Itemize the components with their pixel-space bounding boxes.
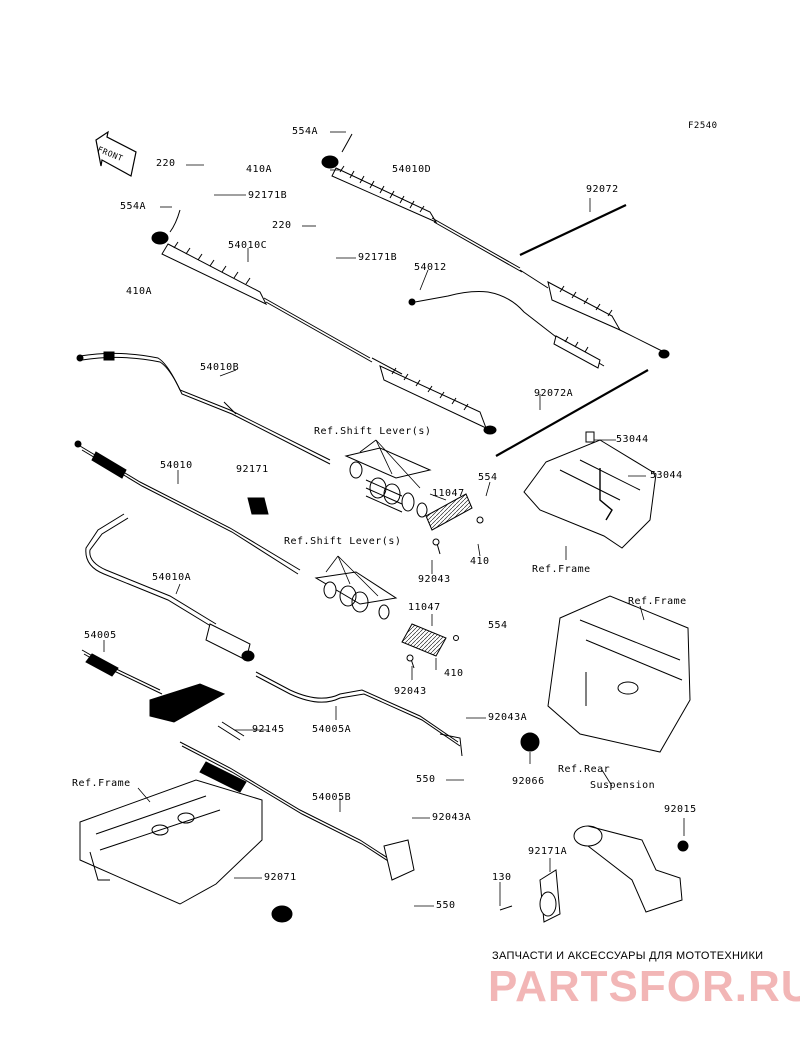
frame-piece-lower (79, 779, 293, 923)
label-130: 130 (492, 872, 512, 883)
clamp-92171 (247, 497, 269, 515)
cable-54005 (81, 649, 245, 741)
rod-92072 (519, 204, 627, 256)
cable-54005b (179, 741, 415, 881)
label-92171a: 92171A (528, 846, 568, 857)
label-ref-frame-3: Ref.Frame (72, 778, 131, 789)
shift-lever-parts-upper (344, 447, 484, 555)
cable-54010d (321, 133, 670, 359)
label-410-b: 410 (444, 668, 464, 679)
label-54010b: 54010B (200, 362, 240, 373)
label-550-2: 550 (436, 900, 456, 911)
label-92072a: 92072A (534, 388, 574, 399)
cable-54005a (255, 671, 463, 757)
label-54010c: 54010C (228, 240, 268, 251)
label-410-a: 410 (470, 556, 490, 567)
label-54012: 54012 (414, 262, 447, 273)
label-92043a-1: 92043A (488, 712, 528, 723)
label-554a-top: 554A (292, 126, 319, 137)
pedal-assembly (499, 825, 689, 923)
label-92171: 92171 (236, 464, 269, 475)
label-92171b-top: 92171B (248, 190, 288, 201)
front-arrow-icon (95, 130, 137, 177)
label-92066: 92066 (512, 776, 545, 787)
figure-code: F2540 (688, 121, 718, 131)
label-ref-shift-lever-1: Ref.Shift Lever(s) (314, 426, 432, 437)
cable-54010a (85, 513, 255, 662)
label-54010d: 54010D (392, 164, 432, 175)
label-92043-a: 92043 (418, 574, 451, 585)
label-410a-left: 410A (126, 286, 153, 297)
label-11047-a: 11047 (432, 488, 465, 499)
label-92043-b: 92043 (394, 686, 427, 697)
label-ref-shift-lever-2: Ref.Shift Lever(s) (284, 536, 402, 547)
watermark-tagline: ЗАПЧАСТИ И АКСЕССУАРЫ ДЛЯ МОТОТЕХНИКИ (492, 950, 764, 962)
label-554-low: 554 (488, 620, 508, 631)
label-410a-top: 410A (246, 164, 273, 175)
label-ref-rear-suspension-2: Suspension (590, 780, 656, 791)
label-53044-a: 53044 (616, 434, 649, 445)
label-554-mid: 554 (478, 472, 498, 483)
label-92171b-mid: 92171B (358, 252, 398, 263)
label-53044-b: 53044 (650, 470, 683, 481)
label-54005a: 54005A (312, 724, 352, 735)
label-11047-b: 11047 (408, 602, 441, 613)
cable-54010c (151, 209, 497, 435)
label-92043a-2: 92043A (432, 812, 472, 823)
label-54005: 54005 (84, 630, 117, 641)
label-92145: 92145 (252, 724, 285, 735)
label-ref-frame-2: Ref.Frame (628, 596, 687, 607)
label-220-top: 220 (156, 158, 176, 169)
label-554a-left: 554A (120, 201, 147, 212)
frame-piece-upper (523, 439, 657, 549)
cable-54010b (76, 351, 331, 465)
label-92071: 92071 (264, 872, 297, 883)
cable-54010 (74, 440, 301, 575)
label-92072: 92072 (586, 184, 619, 195)
label-220-mid: 220 (272, 220, 292, 231)
label-ref-rear-suspension-1: Ref.Rear (558, 764, 611, 775)
watermark-brand: PARTSFOR.RU (488, 962, 800, 1011)
label-54005b: 54005B (312, 792, 352, 803)
label-54010: 54010 (160, 460, 193, 471)
shift-lever-parts-lower (314, 571, 459, 669)
label-ref-frame-1: Ref.Frame (532, 564, 591, 575)
label-92015: 92015 (664, 804, 697, 815)
leader-lines (103, 131, 685, 907)
frame-piece-rear (520, 595, 691, 753)
cable-54012 (408, 291, 605, 369)
label-550-1: 550 (416, 774, 436, 785)
label-54010a: 54010A (152, 572, 192, 583)
rod-92072a (495, 369, 649, 457)
